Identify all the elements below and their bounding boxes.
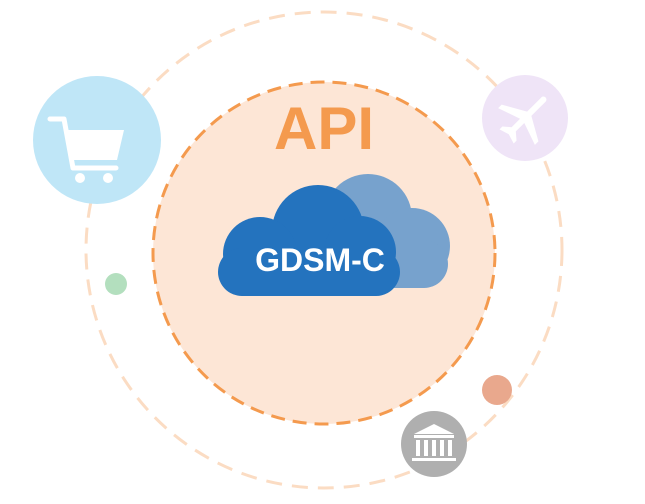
airplane-node (482, 75, 568, 161)
coral-orbit-dot (482, 375, 512, 405)
bank-node (401, 411, 467, 477)
api-title: API (273, 95, 375, 162)
airplane-icon (498, 96, 547, 145)
outer-orbit (84, 10, 564, 490)
cloud-front (218, 185, 400, 296)
green-orbit-dot (105, 273, 127, 295)
shopping-cart-icon (47, 116, 124, 183)
core-system-label: GDSM-C (255, 242, 385, 278)
cart-node (33, 76, 161, 204)
bank-icon (412, 424, 456, 461)
